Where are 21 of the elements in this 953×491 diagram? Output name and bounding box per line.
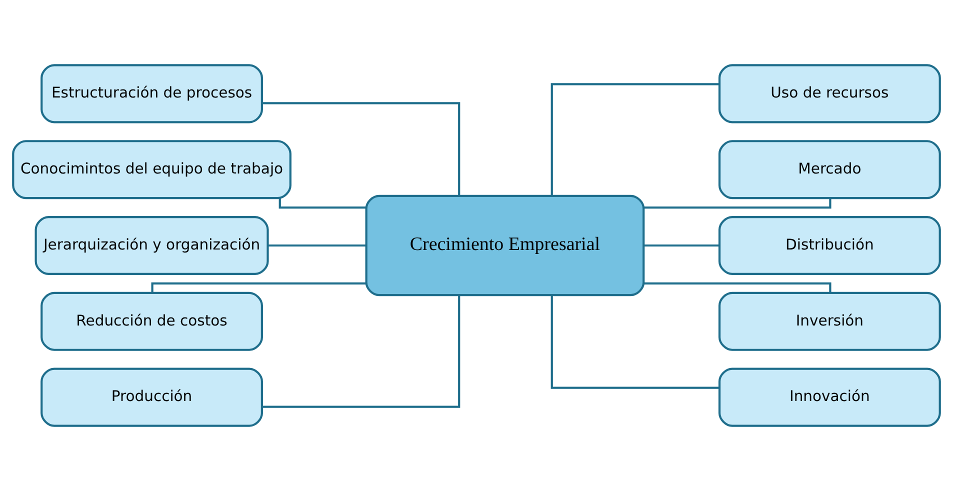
node-box: Conocimintos del equipo de trabajo xyxy=(12,140,292,200)
node-box: Mercado xyxy=(718,140,941,200)
connector xyxy=(644,198,832,209)
connector xyxy=(151,282,366,293)
connector xyxy=(644,282,832,293)
node-box: Crecimiento Empresarial xyxy=(365,194,645,296)
node-box: Estructuración de procesos xyxy=(40,64,263,124)
node-box: Uso de recursos xyxy=(718,64,941,124)
node-box: Producción xyxy=(40,368,263,427)
node-box: Reducción de costos xyxy=(40,292,263,351)
connector xyxy=(550,83,720,196)
connector xyxy=(262,102,460,196)
node-box: Innovación xyxy=(718,368,941,427)
connector xyxy=(644,244,720,247)
node-box: Distribución xyxy=(718,216,941,276)
connector xyxy=(550,295,720,389)
connector xyxy=(262,295,460,408)
node-box: Inversión xyxy=(718,292,941,351)
connector xyxy=(278,198,366,209)
node-box: Jerarquización y organización xyxy=(34,216,269,276)
connector xyxy=(268,244,366,247)
